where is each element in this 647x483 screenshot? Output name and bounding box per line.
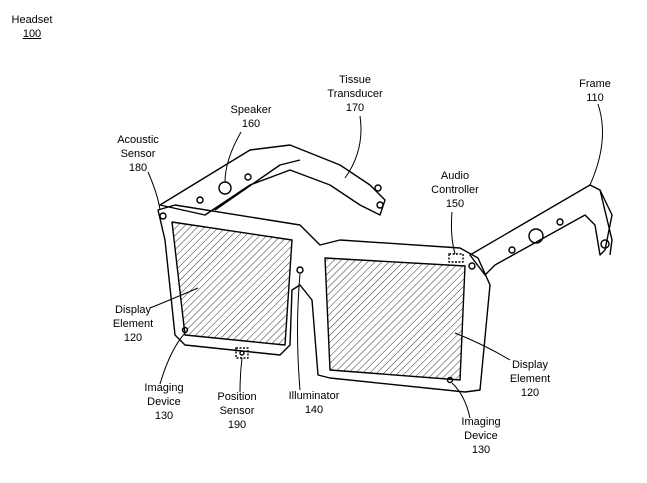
headset-label: Headset 100 [12,13,53,41]
label-ref: 130 [471,444,491,456]
illuminator-icon [296,266,304,274]
label-text: Transducer [327,88,383,100]
right-temple [469,184,613,276]
label-ref: 140 [304,404,324,416]
tissue-transducer-label: Tissue Transducer 170 [327,73,382,115]
right-lens [324,257,466,381]
frame-label: Frame 110 [579,77,611,105]
label-ref: 110 [586,92,604,104]
label-text: Display [114,304,152,316]
label-text: Audio [440,170,470,182]
label-text: Element [509,373,551,385]
front-frame [157,204,491,393]
imaging-device-left-icon [181,326,189,334]
label-text: Device [147,396,181,408]
imaging-device-right-label: Imaging Device 130 [461,415,500,457]
label-text: Illuminator [288,390,340,402]
label-ref: 150 [445,198,465,210]
label-text: Sensor [219,405,255,417]
label-text: Device [464,430,498,442]
label-text: Tissue [338,74,371,86]
label-text: Acoustic [117,134,159,146]
audio-controller-icon [448,253,464,263]
label-ref: 180 [128,162,148,174]
display-element-left-label: Display Element 120 [113,303,153,345]
label-text: Frame [579,78,611,90]
label-text: Controller [431,184,479,196]
imaging-device-right-icon [446,376,454,384]
label-ref: 190 [227,419,247,431]
label-ref: 160 [241,118,261,130]
speaker-label: Speaker 160 [231,103,272,131]
position-sensor-icon [235,347,249,359]
label-text: Element [112,318,154,330]
speaker-icon [218,181,232,195]
headset-ref: 100 [22,28,42,40]
left-temple [159,144,386,216]
left-lens [171,221,293,346]
acoustic-sensor-icon [159,212,167,220]
illuminator-label: Illuminator 140 [289,389,340,417]
label-text: Position [217,391,257,403]
display-element-right-label: Display Element 120 [510,358,550,400]
label-text: Speaker [230,104,272,116]
label-ref: 130 [154,410,174,422]
acoustic-sensor-label: Acoustic Sensor 180 [117,133,159,175]
label-ref: 120 [520,387,540,399]
label-ref: 170 [345,102,365,114]
imaging-device-left-label: Imaging Device 130 [144,381,183,423]
label-text: Sensor [120,148,156,160]
label-text: Imaging [461,416,501,428]
position-sensor-label: Position Sensor 190 [217,390,256,432]
label-text: Display [511,359,549,371]
label-ref: 120 [123,332,143,344]
audio-controller-label: Audio Controller 150 [431,169,479,211]
label-text: Imaging [144,382,184,394]
headset-name: Headset [11,14,53,26]
